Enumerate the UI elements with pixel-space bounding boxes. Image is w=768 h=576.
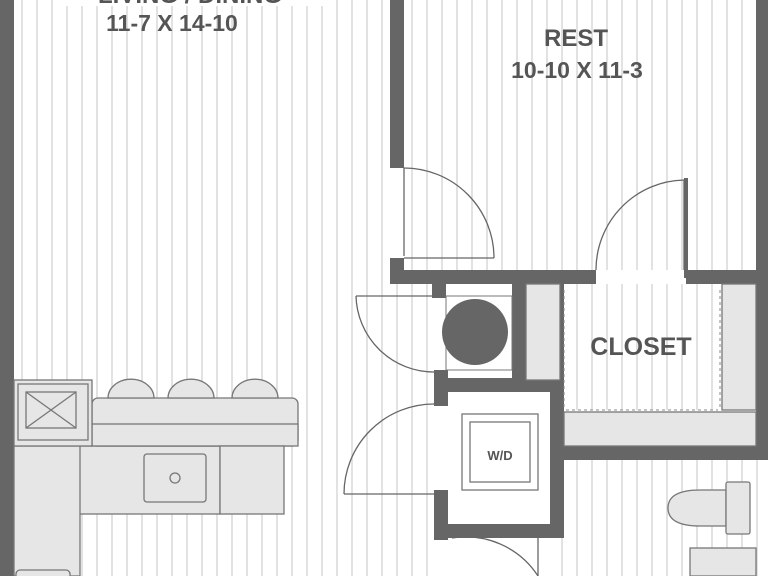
bedroom-door-swing <box>403 167 495 259</box>
toilet-bowl <box>667 489 727 527</box>
left-exterior-wall <box>0 0 14 576</box>
toilet-tank <box>725 481 751 535</box>
living-room-dimensions: 11-7 X 14-10 <box>106 10 238 36</box>
closet-floor <box>560 284 722 410</box>
hall-floor <box>390 280 434 576</box>
bar-stool-2 <box>167 378 215 399</box>
island-overhang <box>91 423 299 447</box>
closet-shelf-left <box>525 283 561 381</box>
bedroom-name: REST <box>544 25 608 52</box>
range-box <box>25 391 77 429</box>
bath-door-swing <box>451 536 539 576</box>
kitchen <box>13 378 299 576</box>
vanity <box>689 547 757 576</box>
sink-drain <box>169 472 181 484</box>
heater-door-swing <box>355 295 435 373</box>
bedroom-floor <box>404 0 756 270</box>
closet-door-swing <box>595 179 685 271</box>
right-exterior-wall <box>756 0 768 284</box>
range-cross-b <box>25 391 77 429</box>
bar-stool-1 <box>107 378 155 399</box>
closet-right-wall <box>756 284 768 460</box>
laundry-label: W/D <box>487 448 512 463</box>
bedroom-left-wall <box>390 0 404 168</box>
wd-right-wall <box>550 378 564 538</box>
closet-shelf-right <box>721 283 757 411</box>
bedroom-right-wall-stub <box>684 178 688 278</box>
kitchen-sink <box>143 453 207 503</box>
bar-stool-3 <box>231 378 279 399</box>
bedroom-bottom-wall-left <box>390 270 596 284</box>
dishwasher <box>219 445 285 515</box>
closet-shelf-bottom <box>563 411 757 447</box>
water-heater <box>442 299 508 365</box>
wd-door-swing <box>343 403 435 495</box>
washer-dryer-inner <box>469 421 531 483</box>
kitchen-counter-leg <box>13 445 81 576</box>
closet-bottom-wall <box>550 446 768 460</box>
closet-divider-wall <box>512 284 526 390</box>
range <box>13 379 93 447</box>
sink-base <box>15 569 71 576</box>
hall-wall-top <box>432 280 446 298</box>
closet-label: CLOSET <box>590 333 691 361</box>
bedroom-bottom-wall-right <box>686 270 768 284</box>
living-name-mask <box>56 0 326 6</box>
doors <box>343 167 685 576</box>
bedroom-dimensions: 10-10 X 11-3 <box>511 57 643 83</box>
living-room-name: LIVING / DINING <box>98 0 282 9</box>
wd-top-wall <box>434 378 564 392</box>
wd-bottom-wall <box>434 524 564 538</box>
bathroom <box>667 481 757 576</box>
washer-dryer <box>461 413 539 491</box>
range-top <box>17 383 89 441</box>
